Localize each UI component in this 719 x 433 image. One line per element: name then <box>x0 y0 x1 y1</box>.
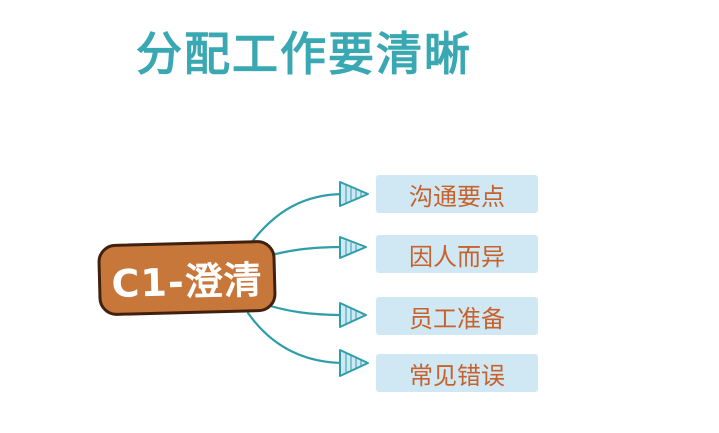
branch-node-4: 常见错误 <box>376 354 538 392</box>
branch-node-4-label: 常见错误 <box>409 361 505 390</box>
arrowhead-hatch-4 <box>345 353 362 373</box>
connector-curve-4 <box>246 311 347 365</box>
page-title: 分配工作要清晰 <box>136 27 472 81</box>
arrowhead-4 <box>339 349 369 377</box>
branch-node-3: 员工准备 <box>376 297 538 335</box>
arrowhead-3 <box>339 302 367 328</box>
arrowhead-hatch-3 <box>345 306 357 324</box>
arrowhead-1 <box>339 181 369 207</box>
connector-curve-1 <box>246 192 347 249</box>
center-node-label: C1-澄清 <box>110 257 264 306</box>
arrowhead-hatch-1 <box>345 185 362 203</box>
branch-node-2-label: 因人而异 <box>409 242 505 271</box>
branch-node-1-label: 沟通要点 <box>409 182 505 211</box>
branch-node-3-label: 员工准备 <box>409 304 505 333</box>
arrowhead-2 <box>339 236 367 259</box>
branch-node-2: 因人而异 <box>376 235 538 273</box>
center-node: C1-澄清 <box>97 239 277 317</box>
branch-node-1: 沟通要点 <box>376 175 538 213</box>
arrowhead-hatch-2 <box>345 240 357 255</box>
